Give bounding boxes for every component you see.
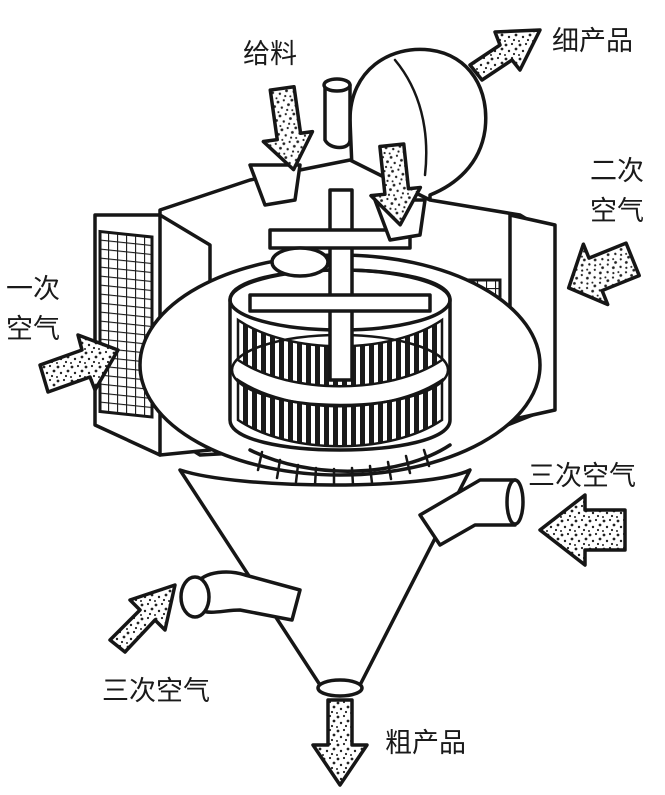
- secondary-air-label-line2: 空气: [590, 196, 644, 227]
- secondary-air-arrow: [566, 241, 641, 307]
- tertiary-air-arrow-left: [108, 583, 177, 654]
- feed-arrow-right: [369, 142, 423, 227]
- classifier-body: [93, 47, 557, 698]
- primary-air-label-line1: 一次: [6, 274, 60, 305]
- tertiary-air-label-right: 三次空气: [528, 461, 636, 492]
- coarse-product-label: 粗产品: [385, 728, 466, 759]
- fine-product-arrow: [468, 28, 542, 82]
- guide-vane-ring: [248, 443, 452, 473]
- primary-air-label-line2: 空气: [6, 314, 60, 345]
- fine-product-label: 细产品: [552, 26, 633, 57]
- feed-label: 给料: [243, 39, 297, 70]
- primary-air-arrow: [38, 333, 120, 394]
- cone-hopper: [178, 468, 472, 687]
- feed-hopper-left: [248, 163, 302, 207]
- tertiary-air-pipe-left: [193, 570, 302, 622]
- tertiary-air-arrow-right: [538, 493, 627, 567]
- feed-pipe: [323, 83, 352, 150]
- feed-arrow-left: [261, 84, 315, 172]
- labels: 给料 细产品 二次 空气 一次 空气 三次空气 三次空气 粗产品: [6, 26, 644, 759]
- tertiary-air-label-left: 三次空气: [102, 676, 210, 707]
- coarse-product-arrow: [311, 698, 369, 787]
- rotor-shaft: [248, 188, 432, 382]
- flow-arrows: [38, 28, 641, 787]
- secondary-air-label-line1: 二次: [590, 156, 644, 187]
